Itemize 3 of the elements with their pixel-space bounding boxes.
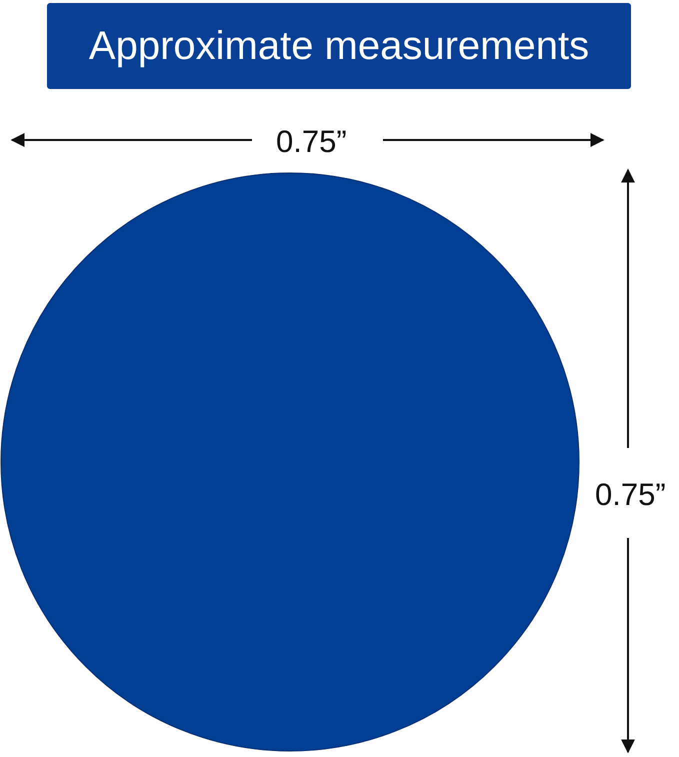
- dimension-label: 0.75”: [276, 126, 347, 157]
- title-banner: Approximate measurements: [47, 3, 631, 89]
- dimension-label: 0.75”: [595, 479, 666, 510]
